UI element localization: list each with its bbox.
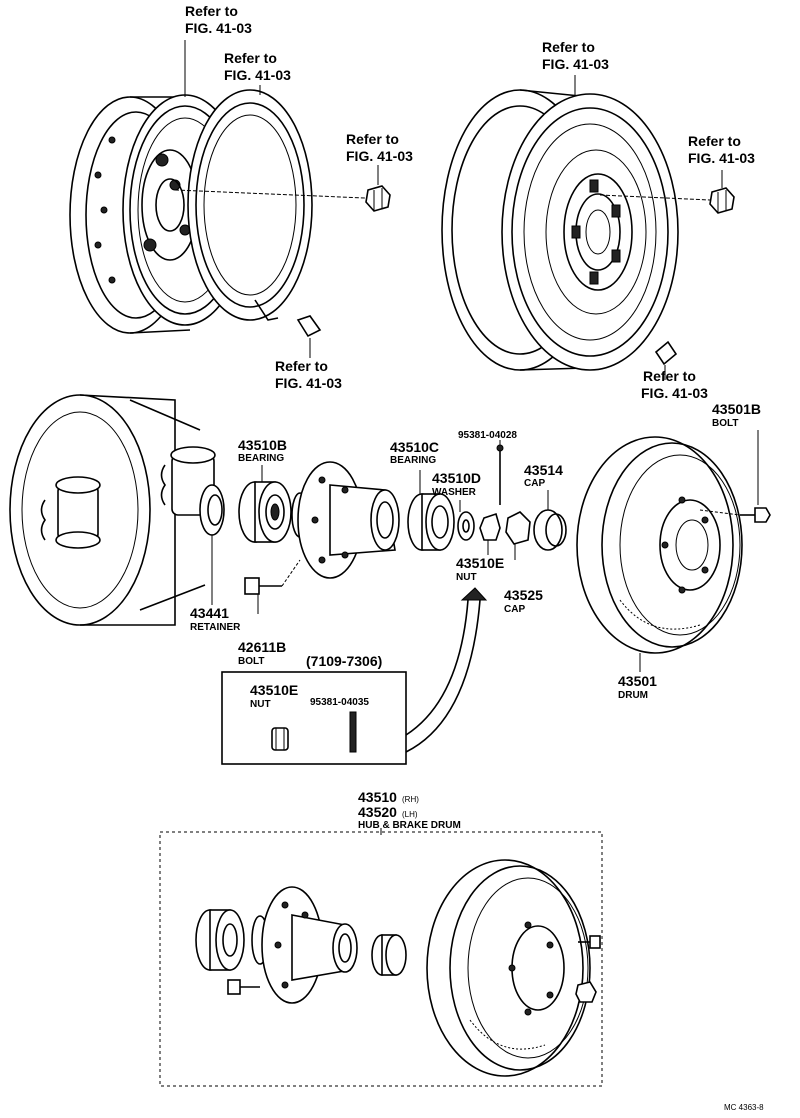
label-ref-3: Refer to FIG. 41-03 [346, 131, 413, 164]
label-ref-1: Refer to FIG. 41-03 [185, 3, 252, 36]
svg-text:WASHER: WASHER [432, 487, 477, 498]
hub-cap-nut-icon [505, 511, 531, 560]
footer-code: MC 4363-8 [724, 1103, 764, 1112]
bearing-inner-icon [407, 470, 455, 551]
label-95381-04028: 95381-04028 [458, 430, 517, 441]
label-43441: 43441 RETAINER [190, 605, 241, 633]
cotter-pin-icon [496, 440, 504, 505]
svg-text:NUT: NUT [250, 699, 271, 710]
svg-text:NUT: NUT [456, 572, 477, 583]
retainer-icon [199, 484, 225, 605]
svg-text:BOLT: BOLT [712, 418, 738, 429]
drum-bolt-icon [699, 430, 771, 523]
svg-text:DRUM: DRUM [618, 690, 648, 701]
svg-text:BEARING: BEARING [390, 455, 436, 466]
svg-text:FIG. 41-03: FIG. 41-03 [185, 20, 252, 36]
label-ref-6: Refer to FIG. 41-03 [688, 133, 755, 166]
label-43510C: 43510C BEARING [390, 439, 439, 466]
svg-text:FIG. 41-03: FIG. 41-03 [224, 67, 291, 83]
hub-brake-drum-assembly [159, 828, 603, 1087]
svg-text:Refer to: Refer to [688, 133, 741, 149]
axle-hub-icon [291, 461, 400, 579]
svg-text:Refer to: Refer to [275, 358, 328, 374]
svg-text:43510E: 43510E [250, 682, 298, 698]
washer-icon [457, 500, 475, 541]
svg-text:42611B: 42611B [238, 639, 286, 655]
svg-text:Refer to: Refer to [643, 368, 696, 384]
svg-text:95381-04035: 95381-04035 [310, 697, 369, 708]
label-43501: 43501 DRUM [618, 673, 657, 701]
svg-text:(RH): (RH) [402, 795, 419, 804]
svg-text:Refer to: Refer to [542, 39, 595, 55]
svg-text:43441: 43441 [190, 605, 229, 621]
lug-nut-right-icon [599, 187, 735, 214]
svg-text:CAP: CAP [504, 604, 525, 615]
grease-cap-icon [533, 490, 567, 551]
valve-stem-left-icon [296, 315, 322, 338]
inset-box [221, 587, 488, 765]
svg-text:43501: 43501 [618, 673, 657, 689]
svg-text:BEARING: BEARING [238, 453, 284, 464]
svg-text:FIG. 41-03: FIG. 41-03 [688, 150, 755, 166]
label-43510E: 43510E NUT [456, 555, 504, 583]
lug-nut-left-icon [174, 185, 391, 212]
disc-wheel-right [441, 89, 679, 371]
castle-nut-icon [479, 512, 501, 555]
svg-text:43520: 43520 [358, 804, 397, 820]
label-43501B: 43501B BOLT [712, 401, 761, 429]
svg-text:BOLT: BOLT [238, 656, 264, 667]
label-42611B: 42611B BOLT [238, 639, 286, 667]
brake-drum-icon [576, 436, 743, 672]
svg-text:43510B: 43510B [238, 437, 287, 453]
svg-text:43510D: 43510D [432, 470, 481, 486]
svg-text:FIG. 41-03: FIG. 41-03 [641, 385, 708, 401]
svg-text:Refer to: Refer to [185, 3, 238, 19]
svg-text:95381-04028: 95381-04028 [458, 430, 517, 441]
svg-text:43525: 43525 [504, 587, 543, 603]
label-43510B: 43510B BEARING [238, 437, 287, 464]
brake-shoe-assembly [9, 394, 216, 626]
svg-text:43501B: 43501B [712, 401, 761, 417]
split-rim-wheel-left [69, 89, 313, 334]
svg-text:(7109-7306): (7109-7306) [306, 653, 382, 669]
svg-text:FIG. 41-03: FIG. 41-03 [346, 148, 413, 164]
svg-text:43514: 43514 [524, 462, 563, 478]
svg-text:FIG. 41-03: FIG. 41-03 [275, 375, 342, 391]
svg-text:43510C: 43510C [390, 439, 439, 455]
svg-text:Refer to: Refer to [224, 50, 277, 66]
label-ref-5: Refer to FIG. 41-03 [542, 39, 609, 72]
valve-stem-right-icon [654, 340, 678, 366]
hub-bolt-icon [244, 559, 301, 614]
bearing-outer-icon [238, 465, 292, 543]
label-assembly: 43510 (RH) 43520 (LH) HUB & BRAKE DRUM [358, 789, 461, 831]
label-ref-2: Refer to FIG. 41-03 [224, 50, 291, 83]
label-43510D: 43510D WASHER [432, 470, 481, 498]
svg-text:43510E: 43510E [456, 555, 504, 571]
svg-text:FIG. 41-03: FIG. 41-03 [542, 56, 609, 72]
svg-text:(LH): (LH) [402, 810, 418, 819]
label-43514: 43514 CAP [524, 462, 563, 489]
svg-text:RETAINER: RETAINER [190, 622, 241, 633]
label-inset: (7109-7306) 43510E NUT 95381-04035 [250, 653, 382, 710]
svg-text:HUB & BRAKE DRUM: HUB & BRAKE DRUM [358, 820, 461, 831]
label-43525: 43525 CAP [504, 587, 543, 615]
label-ref-4: Refer to FIG. 41-03 [275, 358, 342, 391]
svg-text:Refer to: Refer to [346, 131, 399, 147]
svg-text:43510: 43510 [358, 789, 397, 805]
svg-text:CAP: CAP [524, 478, 545, 489]
label-ref-7: Refer to FIG. 41-03 [641, 368, 708, 401]
